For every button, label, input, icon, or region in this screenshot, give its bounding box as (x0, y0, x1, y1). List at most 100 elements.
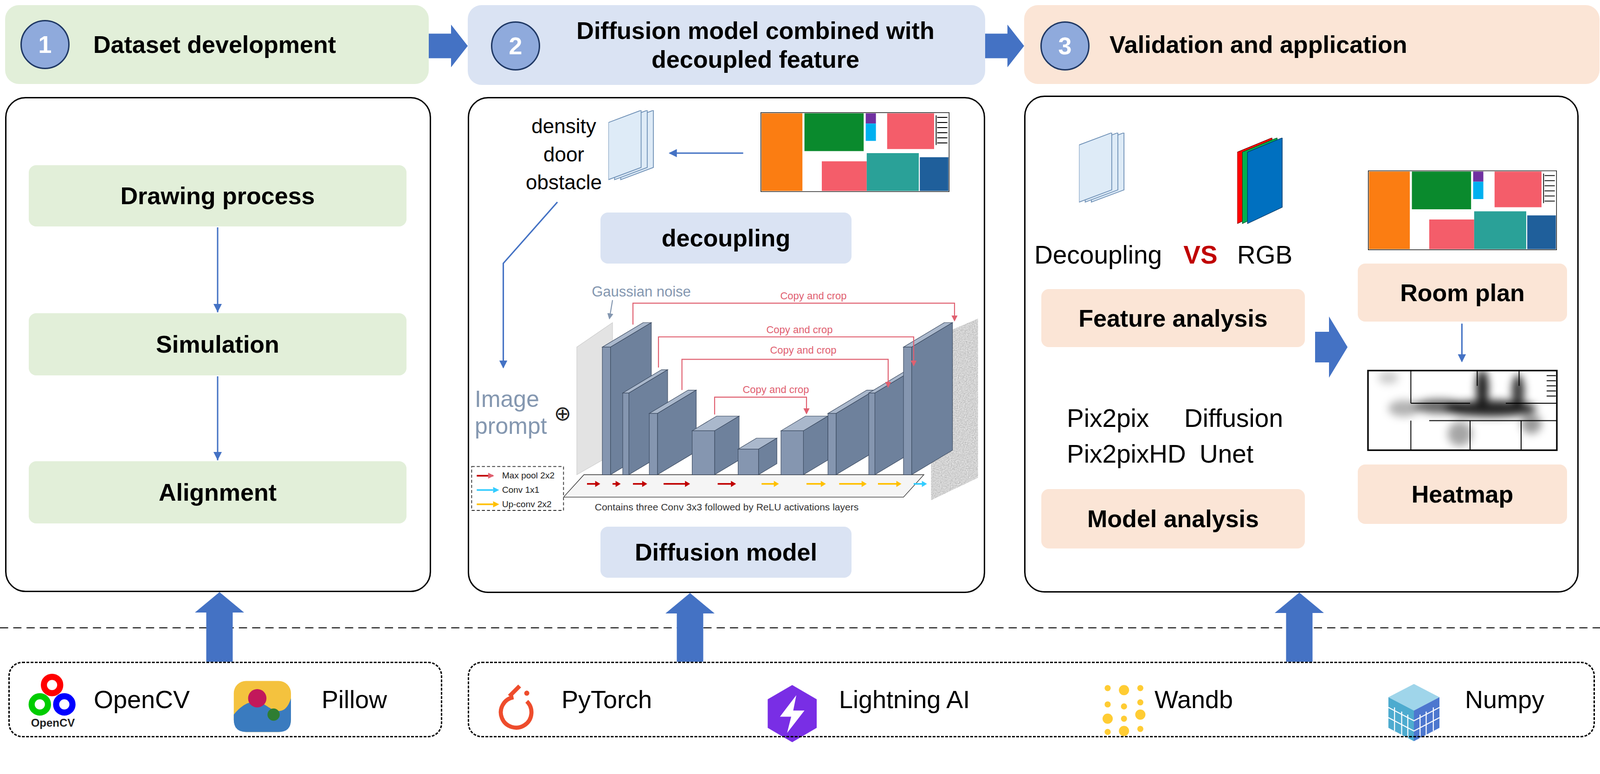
tool-panel: PyTorchLightning AIWandbNumpy (467, 661, 1595, 738)
diagram-label: Diffusion (1184, 403, 1284, 433)
unet-op-arrowhead (774, 480, 780, 487)
unet-op-arrowhead (615, 480, 621, 487)
stage-title: Diffusion model combined with decoupled … (555, 16, 955, 75)
stage-header: Diffusion model combined with decoupled … (467, 5, 986, 85)
unet-op-arrow (761, 483, 775, 485)
process-box: Room plan (1357, 263, 1568, 322)
unet-layer-front (649, 413, 658, 475)
diagram-label: Pix2pixHD (1066, 439, 1187, 469)
legend-text: Up-conv 2x2 (502, 499, 552, 510)
flow-arrow (213, 376, 222, 461)
flow-arrow (665, 593, 715, 662)
stage-panel: Feature analysisModel analysis Room planH… (1024, 95, 1579, 593)
unet-op-arrow (632, 483, 644, 485)
flow-arrow (428, 24, 468, 68)
diagram-label: Copy and crop (740, 383, 811, 396)
unet-layer-front (903, 347, 912, 475)
leader-arrow (503, 202, 558, 368)
unet-layer-front (827, 413, 837, 475)
block-arrow (665, 593, 715, 662)
process-box: Model analysis (1041, 489, 1305, 549)
tool-name: Numpy (1464, 684, 1545, 714)
unet-op-arrow (717, 483, 733, 485)
unet-op-arrowhead (861, 480, 867, 487)
unet-layer-side (911, 322, 953, 475)
arrow-head (213, 451, 222, 461)
unet-op-arrowhead (730, 480, 736, 487)
diagram-label: VS (1183, 240, 1218, 270)
process-box: Heatmap (1357, 464, 1568, 524)
copy-crop-lines (632, 303, 955, 415)
wandb-logo (1102, 684, 1146, 736)
box-label: Heatmap (1411, 480, 1514, 509)
unet-layer-front (692, 430, 715, 475)
legend-arrows (476, 475, 499, 508)
arrow-shaft (217, 376, 219, 461)
unet-layer-side (657, 390, 697, 475)
flow-arrow (1315, 316, 1348, 378)
stage-header: Dataset development 1 (5, 5, 429, 84)
floor-plan-thumbnail (760, 112, 950, 193)
diagram-label: Copy and crop (778, 290, 849, 302)
step-number: 2 (509, 32, 523, 60)
stage-title: Dataset development (93, 30, 336, 59)
diagram-label: Copy and crop (764, 323, 835, 336)
unet-layer-front (602, 347, 611, 475)
block-arrow (1315, 316, 1348, 378)
room-plan-image (1367, 170, 1557, 251)
unet-layer-front (738, 449, 759, 475)
legend-text: Max pool 2x2 (502, 470, 555, 481)
diagram-label: Gaussian noise (591, 283, 691, 301)
block-arrow (1274, 592, 1324, 662)
diagram-label: Decoupling (1034, 240, 1162, 270)
unet-op-arrowhead (820, 480, 826, 487)
process-box: Simulation (28, 313, 407, 376)
diagram-label: Unet (1199, 439, 1254, 469)
unet-layer-front (780, 430, 804, 475)
flow-arrow (194, 592, 245, 662)
flow-arrow (1274, 592, 1324, 662)
unet-layer-side (803, 416, 828, 475)
unet-op-arrow (913, 483, 923, 485)
step-number: 3 (1058, 32, 1072, 60)
diagram-label: OpenCV (31, 716, 76, 730)
tool-name: Pillow (321, 684, 388, 714)
process-box: Feature analysis (1041, 289, 1305, 348)
flow-arrow (213, 227, 222, 313)
unet-op-arrow (806, 483, 822, 485)
pillow-logo (233, 680, 291, 732)
unet-op-arrowhead (922, 480, 928, 487)
leader-arrow (669, 152, 743, 154)
unet-op-arrowhead (642, 480, 648, 487)
diagram-label: Copy and crop (767, 344, 839, 356)
unet-layer-side (714, 416, 740, 475)
unet-layer-front (868, 393, 875, 475)
block-arrow (428, 24, 468, 68)
process-box: Drawing process (28, 165, 407, 227)
step-number: 1 (38, 30, 52, 59)
stage-header: Validation and application 3 (1024, 5, 1600, 84)
decoupled-stack-icon (1078, 132, 1124, 203)
lightning-logo (767, 684, 817, 742)
step-number: 2 (490, 21, 541, 71)
diagram-label: density door obstacle (525, 112, 602, 197)
step-number: 1 (20, 19, 70, 70)
tool-name: PyTorch (561, 684, 652, 714)
unet-op-arrowhead (595, 480, 601, 487)
tool-name: Lightning AI (838, 684, 970, 714)
unet-op-arrow (587, 483, 597, 485)
box-label: Diffusion model (634, 538, 818, 567)
numpy-logo (1388, 683, 1440, 742)
pytorch-logo (500, 685, 532, 728)
rgb-stack-icon (1237, 137, 1283, 224)
box-label: Simulation (155, 330, 280, 359)
box-label: Model analysis (1087, 504, 1259, 533)
legend-box (471, 466, 564, 511)
arrow-shaft (217, 227, 219, 313)
block-arrow (194, 592, 245, 662)
diagram-label: Image prompt (474, 386, 548, 440)
heatmap-image (1367, 369, 1557, 451)
legend-text: Conv 1x1 (502, 484, 540, 496)
stage-title: Validation and application (1109, 30, 1407, 59)
unet-op-arrowhead (896, 480, 902, 487)
